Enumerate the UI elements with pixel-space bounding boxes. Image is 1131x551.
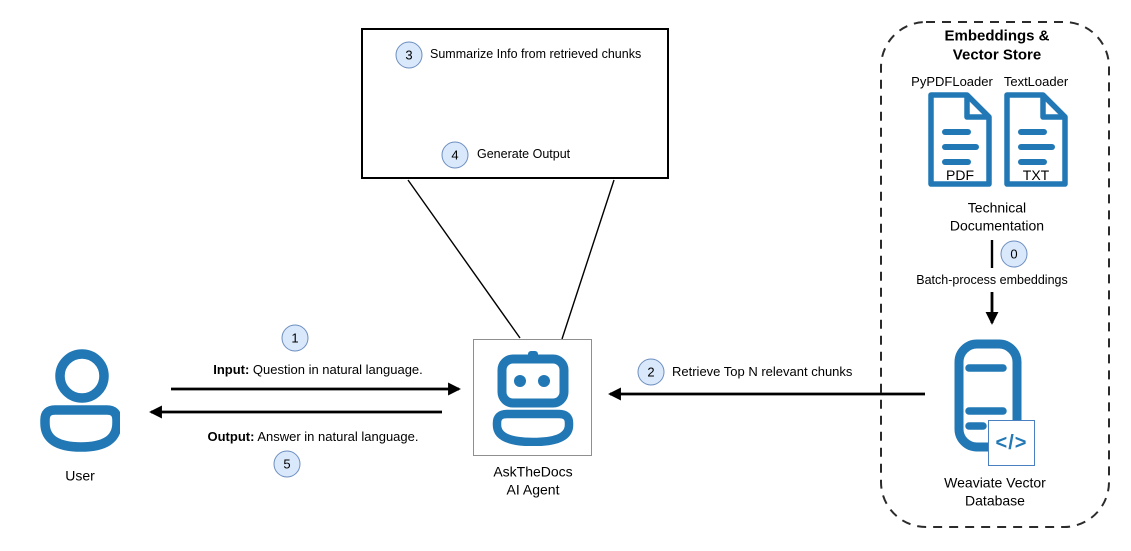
tech-doc-label-line2: Documentation: [949, 217, 1045, 233]
tech-doc-label-line1: Technical: [967, 199, 1027, 216]
output-label: Output: Answer in natural language.: [208, 429, 419, 445]
txt-document-icon: TXT: [1004, 92, 1068, 187]
input-label: Input: Question in natural language.: [213, 362, 423, 378]
vector-store-title: Embeddings & Vector Store: [944, 27, 1049, 65]
pypdfloader-label: PyPDFLoader: [911, 73, 993, 89]
step-badge-3: 3: [395, 41, 423, 69]
flow-badge-5: 5: [273, 450, 301, 478]
step-4-label: Generate Output: [477, 147, 571, 162]
agent-label-line2: AI Agent: [506, 481, 560, 497]
vector-store-container-border: [880, 21, 1110, 528]
flow-badge-5-num: 5: [283, 456, 291, 472]
user-icon: [40, 349, 120, 452]
pdf-file-type-label: PDF: [946, 167, 974, 183]
connector-processbox-agent-left: [407, 179, 521, 339]
batch-process-label: Batch-process embeddings: [916, 273, 1068, 288]
textloader-label: TextLoader: [1003, 73, 1069, 89]
code-icon: </>: [988, 420, 1035, 466]
output-label-prefix: Output:: [207, 428, 255, 444]
output-label-text: Answer in natural language.: [254, 428, 419, 444]
weaviate-db-label: Weaviate Vector Database: [944, 475, 1046, 510]
code-icon-glyph: </>: [995, 431, 1028, 454]
connector-processbox-agent-right: [561, 179, 615, 340]
flow-badge-1-num: 1: [291, 330, 299, 346]
txt-file-type-label: TXT: [1023, 167, 1050, 183]
agent-label: AskTheDocs AI Agent: [493, 464, 572, 499]
flow-badge-2-num: 2: [647, 364, 655, 380]
input-label-prefix: Input:: [213, 361, 250, 377]
step-badge-4: 4: [441, 141, 469, 169]
flow-badge-2: 2: [637, 358, 665, 386]
weaviate-db-label-line2: Database: [965, 492, 1025, 508]
agent-node: [473, 339, 592, 456]
user-label: User: [65, 467, 95, 484]
agent-label-line1: AskTheDocs: [493, 463, 573, 480]
weaviate-db-label-line1: Weaviate Vector: [944, 474, 1046, 491]
step-3-label: Summarize Info from retrieved chunks: [430, 47, 642, 62]
retrieve-label: Retrieve Top N relevant chunks: [672, 363, 853, 379]
robot-icon: [492, 350, 573, 446]
tech-doc-label: Technical Documentation: [950, 200, 1044, 235]
vector-store-title-line2: Vector Store: [952, 46, 1042, 63]
step-badge-3-num: 3: [405, 47, 413, 63]
flow-badge-1: 1: [281, 324, 309, 352]
input-label-text: Question in natural language.: [249, 361, 423, 377]
pdf-document-icon: PDF: [928, 92, 992, 187]
step-badge-4-num: 4: [451, 147, 459, 163]
vector-store-title-line1: Embeddings &: [944, 27, 1050, 45]
flow-badge-0: 0: [1000, 240, 1028, 268]
flow-badge-0-num: 0: [1010, 246, 1018, 262]
